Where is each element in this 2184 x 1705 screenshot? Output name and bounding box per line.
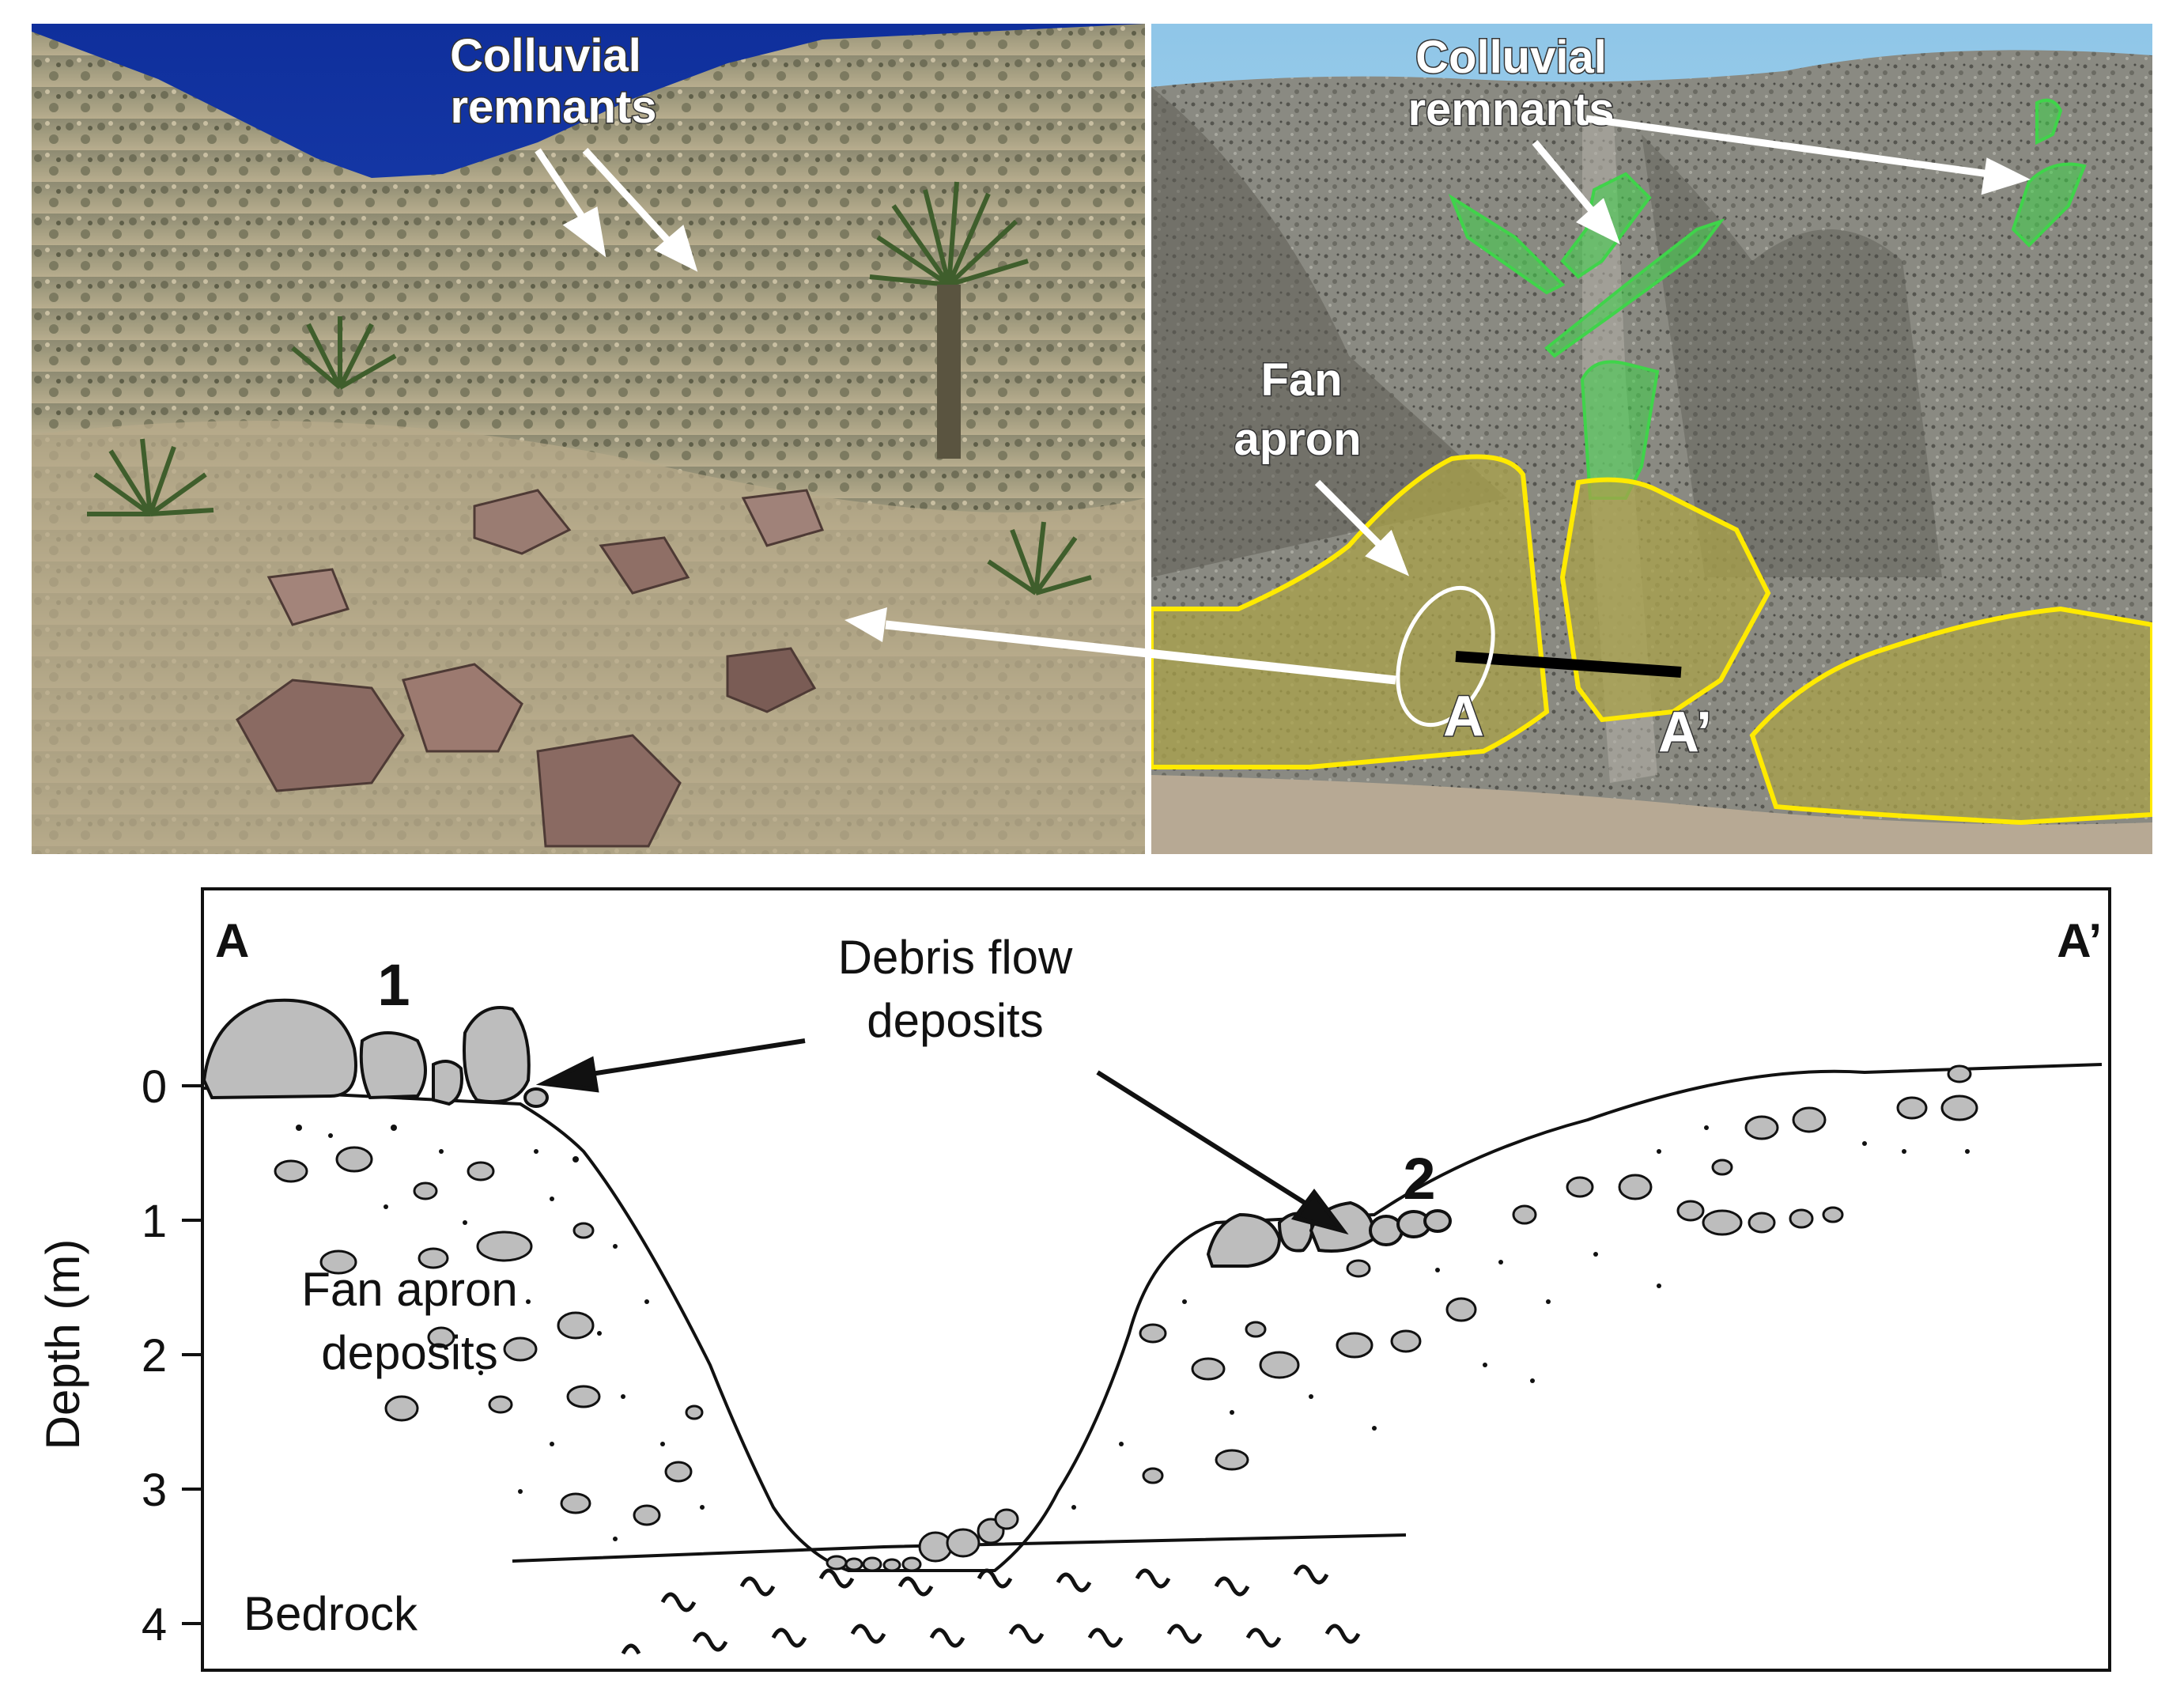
fan-apron-polygons: [1151, 454, 2152, 826]
depth-axis: Depth (m) 0 1 2 3 4: [36, 1061, 201, 1650]
y-tick-3: 3: [142, 1465, 167, 1516]
corner-label-a-prime: A’: [2057, 914, 2102, 967]
aerial-photo-right: Colluvial remnants Fan apron A A’: [1151, 24, 2152, 854]
fine-sediment-dots: [296, 1125, 1970, 1541]
field-photo-left: Colluvial remnants: [32, 24, 1145, 854]
point-a-prime-label: A’: [1658, 701, 1712, 764]
boulders: [236, 489, 825, 848]
y-tick-4: 4: [142, 1599, 167, 1650]
fan-label-line1: Fan: [1260, 354, 1342, 406]
debris-flow-label-line2: deposits: [867, 994, 1043, 1047]
depth-axis-label: Depth (m): [36, 1239, 89, 1450]
y-tick-2: 2: [142, 1330, 167, 1382]
ground-surface-profile: [203, 1063, 2103, 1572]
fan-apron-label-line2: deposits: [321, 1326, 497, 1379]
cross-section-diagram: A A’ 1 2 Debris flow deposits Fan apron …: [201, 887, 2111, 1672]
bedrock-label: Bedrock: [244, 1587, 418, 1640]
colluvial-label-line1: Colluvial: [450, 30, 641, 81]
section-line-a-a-prime: [1455, 651, 1682, 678]
fan-apron-clasts: [274, 1064, 1978, 1526]
marker-2: 2: [1403, 1146, 1435, 1212]
fan-apron-label-line1: Fan apron: [301, 1263, 518, 1316]
corner-label-a: A: [215, 914, 249, 967]
photo-location-arrow: [0, 0, 2184, 870]
bedrock-contact-line: [512, 1533, 1407, 1563]
debris-flow-boulders-1: [202, 998, 549, 1108]
colluvial-arrows: [535, 147, 698, 272]
colluvial-label-line2: remnants: [450, 81, 656, 133]
y-tick-1: 1: [142, 1196, 167, 1247]
channel-floor-boulders: [826, 1508, 1019, 1572]
label-arrows: [1314, 115, 2031, 577]
bedrock-pattern: [621, 1564, 1361, 1655]
marker-1: 1: [377, 952, 410, 1018]
yucca-plants: [87, 181, 1092, 595]
colluvial-label-line2: remnants: [1408, 84, 1614, 135]
debris-flow-arrows: [535, 1038, 1349, 1235]
colluvial-remnant-polygons: [1448, 98, 2087, 500]
colluvial-label-line1: Colluvial: [1415, 32, 1607, 83]
photo-location-ellipse: [1396, 585, 1495, 728]
y-tick-0: 0: [142, 1061, 167, 1113]
fan-label-line2: apron: [1234, 414, 1361, 465]
point-a-label: A: [1443, 685, 1484, 748]
valley-floor: [1151, 775, 2152, 854]
debris-flow-label-line1: Debris flow: [838, 931, 1073, 984]
